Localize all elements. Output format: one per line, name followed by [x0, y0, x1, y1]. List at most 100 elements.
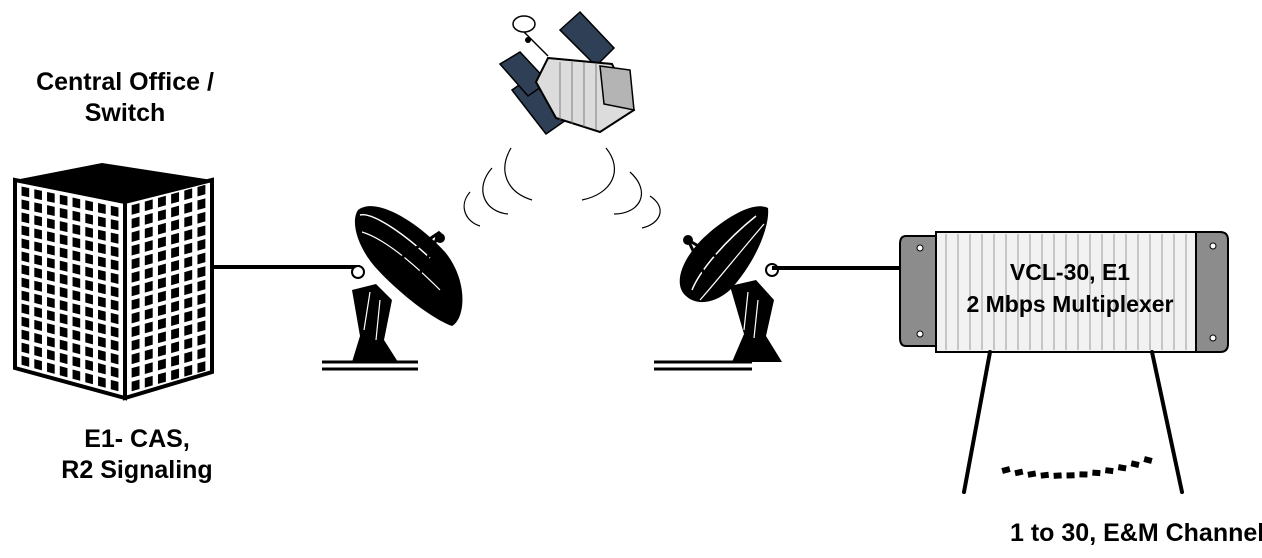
channel-dot	[1053, 472, 1061, 479]
building-window	[85, 293, 93, 304]
central-office-line2: Switch	[0, 98, 250, 129]
building-window	[98, 243, 106, 254]
building-window	[47, 231, 55, 242]
building-window	[22, 278, 30, 289]
building-window	[73, 290, 81, 301]
building-window	[60, 208, 68, 219]
building-window	[47, 258, 55, 269]
building-window	[34, 228, 42, 239]
building-window	[111, 326, 119, 337]
building-window	[34, 281, 42, 292]
satellite-icon	[500, 12, 634, 134]
channel-dot	[1118, 464, 1127, 471]
channels-label: 1 to 30, E&M Channels	[1010, 518, 1262, 549]
channel-dot	[1079, 471, 1087, 477]
building-window	[98, 216, 106, 227]
building-window	[34, 202, 42, 213]
building-window	[85, 214, 93, 225]
building-window	[34, 215, 42, 226]
building-window	[85, 307, 93, 318]
channel-dot	[1066, 472, 1074, 478]
building-window	[60, 313, 68, 324]
building-window	[111, 340, 119, 351]
building-window	[22, 239, 30, 250]
multiplexer-label: VCL-30, E1 2 Mbps Multiplexer	[915, 256, 1225, 320]
right-satellite-dish-icon	[654, 206, 782, 369]
building-window	[47, 244, 55, 255]
building-window	[111, 286, 119, 297]
central-office-building-icon	[15, 163, 212, 398]
building-window	[60, 274, 68, 285]
building-window	[22, 252, 30, 263]
building-window	[98, 336, 106, 347]
central-office-label: Central Office / Switch	[0, 67, 250, 129]
building-window	[85, 200, 93, 211]
channel-dot	[1131, 460, 1140, 468]
multiplexer-line2: 2 Mbps Multiplexer	[915, 288, 1225, 320]
building-window	[98, 203, 106, 214]
building-window	[47, 218, 55, 229]
left-satellite-dish-icon	[322, 206, 462, 369]
building-window	[60, 261, 68, 272]
channel-lines	[964, 352, 1182, 492]
building-window	[34, 268, 42, 279]
building-window	[98, 296, 106, 307]
building-window	[73, 317, 81, 328]
building-window	[111, 206, 119, 217]
building-window	[85, 320, 93, 331]
channel-dot	[1105, 467, 1114, 474]
building-window	[47, 284, 55, 295]
building-window	[22, 265, 30, 276]
building-window	[47, 205, 55, 216]
building-window	[111, 233, 119, 244]
building-window	[85, 253, 93, 264]
building-window	[47, 310, 55, 321]
building-window	[73, 277, 81, 288]
building-window	[60, 195, 68, 206]
building-window	[111, 300, 119, 311]
building-window	[60, 234, 68, 245]
building-window	[60, 247, 68, 258]
building-window	[85, 227, 93, 238]
building-window	[85, 280, 93, 291]
channel-dot	[1143, 456, 1152, 464]
building-window	[111, 273, 119, 284]
central-office-line1: Central Office /	[0, 67, 250, 98]
multiplexer-line1: VCL-30, E1	[915, 256, 1225, 288]
building-window	[22, 213, 30, 224]
building-window	[60, 287, 68, 298]
building-window	[22, 200, 30, 211]
building-window	[98, 323, 106, 334]
building-window	[73, 211, 81, 222]
signaling-line2: R2 Signaling	[12, 455, 262, 486]
building-window	[73, 237, 81, 248]
building-window	[98, 310, 106, 321]
building-window	[22, 291, 30, 302]
signaling-label: E1- CAS, R2 Signaling	[12, 424, 262, 486]
signaling-line1: E1- CAS,	[12, 424, 262, 455]
building-window	[47, 271, 55, 282]
channel-dots	[1001, 456, 1152, 479]
radio-waves-icon	[464, 148, 660, 228]
channel-dot	[1001, 466, 1010, 474]
channel-dot	[1040, 472, 1049, 479]
building-window	[111, 259, 119, 270]
building-window	[98, 230, 106, 241]
building-window	[98, 256, 106, 267]
building-window	[98, 270, 106, 281]
building-window	[85, 240, 93, 251]
building-window	[98, 283, 106, 294]
building-window	[73, 264, 81, 275]
building-window	[47, 297, 55, 308]
building-window	[85, 267, 93, 278]
building-window	[111, 219, 119, 230]
channel-dot	[1092, 470, 1100, 477]
building-window	[111, 313, 119, 324]
building-window	[60, 221, 68, 232]
building-window	[47, 192, 55, 203]
building-window	[60, 300, 68, 311]
building-window	[73, 198, 81, 209]
building-window	[22, 187, 30, 198]
building-window	[34, 294, 42, 305]
